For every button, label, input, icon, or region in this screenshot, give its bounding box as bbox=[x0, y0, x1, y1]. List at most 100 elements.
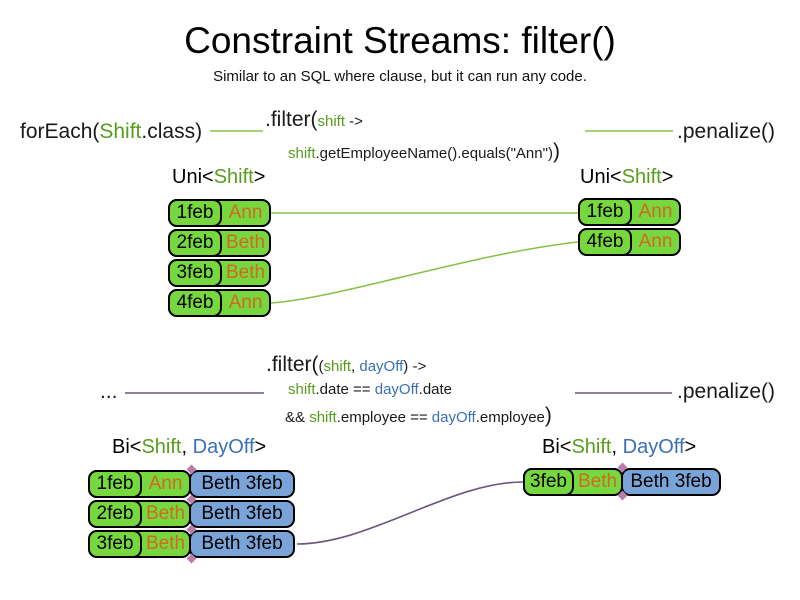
code-text: ( bbox=[318, 358, 324, 375]
code-lambda-arg-shift: shift bbox=[317, 113, 346, 130]
code-text: , bbox=[351, 358, 360, 375]
shift-card: 1feb Ann bbox=[578, 198, 681, 226]
code-text: .date bbox=[418, 381, 453, 398]
code-arrow: ) -> bbox=[403, 358, 427, 375]
shift-date: 4feb bbox=[578, 228, 632, 256]
label-shift: Shift bbox=[621, 166, 662, 188]
code-filter-open: .filter( bbox=[266, 353, 319, 376]
code-var-dayoff: dayOff bbox=[431, 409, 476, 426]
shift-date: 4feb bbox=[168, 289, 222, 317]
uni-shift-label-left: Uni<Shift> bbox=[172, 166, 265, 189]
bi-match-line bbox=[296, 481, 524, 545]
label-text: Uni< bbox=[172, 166, 214, 188]
code-arrow: -> bbox=[345, 113, 363, 130]
shift-employee: Beth bbox=[225, 262, 266, 283]
label-text: > bbox=[661, 166, 674, 188]
bi-label-right: Bi<Shift, DayOff> bbox=[542, 436, 696, 459]
dayoff-card: Beth 3feb bbox=[621, 468, 721, 496]
shift-employee: Ann bbox=[638, 231, 673, 252]
code-filter2-line3: && shift.employee == dayOff.employee) bbox=[285, 404, 552, 428]
code-var-dayoff: dayOff bbox=[374, 381, 419, 398]
code-filter2-line1: .filter((shift, dayOff) -> bbox=[266, 353, 426, 377]
code-text: && bbox=[285, 409, 310, 426]
code-var-shift: shift bbox=[288, 381, 316, 398]
shift-employee: Beth bbox=[225, 232, 266, 253]
label-text: > bbox=[254, 436, 267, 458]
shift-employee: Ann bbox=[638, 201, 673, 222]
dayoff-card: Beth 3feb bbox=[189, 470, 295, 498]
shift-card: 1feb Ann bbox=[168, 199, 271, 227]
bi-label-left: Bi<Shift, DayOff> bbox=[112, 436, 266, 459]
code-var-shift: shift bbox=[288, 145, 316, 162]
code-text: .getEmployeeName().equals("Ann") bbox=[315, 145, 553, 162]
code-lambda-arg-shift: shift bbox=[323, 358, 352, 375]
code-close-paren: ) bbox=[544, 404, 552, 427]
code-close-paren: ) bbox=[552, 140, 560, 163]
shift-card: 4feb Ann bbox=[168, 289, 271, 317]
shift-employee: Ann bbox=[148, 473, 183, 494]
label-text: > bbox=[684, 436, 697, 458]
shift-employee: Beth bbox=[145, 503, 186, 524]
label-dayoff: DayOff bbox=[192, 436, 255, 458]
dayoff-card: Beth 3feb bbox=[189, 530, 295, 558]
code-penalize-2: .penalize() bbox=[677, 380, 776, 403]
shift-employee: Ann bbox=[228, 292, 263, 313]
shift-date: 1feb bbox=[168, 199, 222, 227]
shift-date: 2feb bbox=[88, 500, 142, 528]
shift-date: 3feb bbox=[88, 530, 142, 558]
label-text: , bbox=[181, 436, 193, 458]
code-text: .class) bbox=[141, 120, 203, 143]
code-filter-open: .filter( bbox=[265, 108, 318, 131]
code-filter1-line2: shift.getEmployeeName().equals("Ann")) bbox=[288, 140, 560, 164]
code-text: forEach( bbox=[20, 120, 100, 143]
bi-row: 1feb Ann Beth 3feb bbox=[88, 470, 295, 498]
shift-date: 1feb bbox=[88, 470, 142, 498]
code-var-shift: shift bbox=[309, 409, 337, 426]
label-text: Bi< bbox=[112, 436, 142, 458]
code-filter2-line2: shift.date == dayOff.date bbox=[288, 381, 452, 398]
code-penalize-1: .penalize() bbox=[677, 120, 776, 143]
code-text: .date == bbox=[315, 381, 375, 398]
code-ellipsis: ... bbox=[100, 380, 118, 403]
label-shift: Shift bbox=[141, 436, 182, 458]
label-shift: Shift bbox=[571, 436, 612, 458]
label-shift: Shift bbox=[213, 166, 254, 188]
code-text: .employee bbox=[475, 409, 545, 426]
uni-shift-label-right: Uni<Shift> bbox=[580, 166, 673, 189]
shift-employee: Beth bbox=[145, 533, 186, 554]
shift-date: 3feb bbox=[523, 468, 574, 496]
shift-card: 1feb Ann bbox=[88, 470, 191, 498]
label-text: > bbox=[253, 166, 266, 188]
shift-date: 1feb bbox=[578, 198, 632, 226]
shift-employee: Beth bbox=[577, 471, 618, 492]
match-line-4feb bbox=[270, 241, 579, 304]
shift-employee: Ann bbox=[228, 202, 263, 223]
shift-date: 2feb bbox=[168, 229, 222, 257]
slide-subtitle: Similar to an SQL where clause, but it c… bbox=[213, 68, 587, 85]
code-text: .employee == bbox=[336, 409, 432, 426]
label-text: Bi< bbox=[542, 436, 572, 458]
code-filter1-line1: .filter(shift -> bbox=[265, 108, 363, 132]
shift-date: 3feb bbox=[168, 259, 222, 287]
code-foreach: forEach(Shift.class) bbox=[20, 120, 202, 144]
label-dayoff: DayOff bbox=[622, 436, 685, 458]
code-shift-class: Shift bbox=[99, 120, 142, 143]
code-lambda-arg-dayoff: dayOff bbox=[359, 358, 404, 375]
shift-card: 4feb Ann bbox=[578, 228, 681, 256]
label-text: , bbox=[611, 436, 623, 458]
label-text: Uni< bbox=[580, 166, 622, 188]
slide-title: Constraint Streams: filter() bbox=[184, 20, 616, 61]
